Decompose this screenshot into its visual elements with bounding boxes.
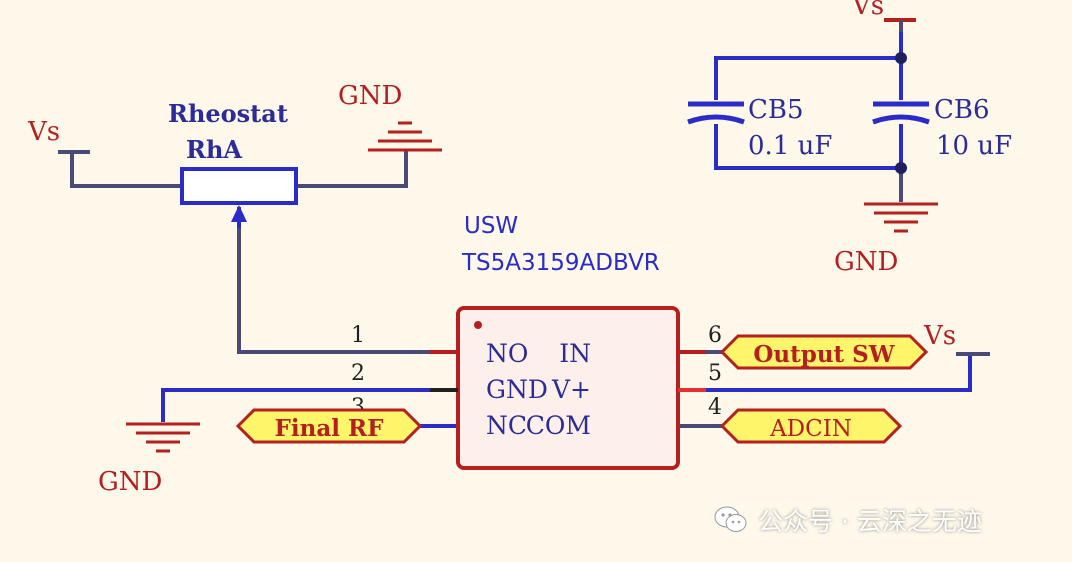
port-output-sw: Output SW bbox=[719, 334, 929, 370]
port-adcin: ADCIN bbox=[719, 408, 903, 444]
pin-name-com: COM bbox=[526, 411, 591, 440]
wire-cap-bottom bbox=[714, 124, 901, 170]
capacitor-cb6: CB6 10 uF bbox=[872, 95, 1012, 161]
junction-dot bbox=[895, 52, 907, 64]
wire-vs-rheostat bbox=[70, 152, 182, 188]
junction-dot bbox=[895, 162, 907, 174]
pin-name-gnd: GND bbox=[486, 375, 548, 404]
pin-name-vplus: V+ bbox=[551, 375, 591, 404]
gnd-symbol-left bbox=[126, 422, 200, 453]
wechat-icon bbox=[714, 505, 748, 535]
wiper-arrow bbox=[231, 205, 247, 222]
wire-rheostat-gnd bbox=[296, 150, 408, 188]
vs-symbol-left: Vs bbox=[27, 117, 90, 154]
port-output-sw-label: Output SW bbox=[753, 341, 895, 368]
pin-number-6: 6 bbox=[708, 323, 722, 348]
pin-number-5: 5 bbox=[708, 361, 722, 386]
port-adcin-label: ADCIN bbox=[769, 416, 852, 442]
vs-symbol-top: Vs bbox=[851, 0, 916, 32]
pin-number-4: 4 bbox=[708, 395, 722, 420]
cb5-value: 0.1 uF bbox=[748, 131, 832, 161]
cb6-value: 10 uF bbox=[936, 131, 1012, 161]
ic-designator: USW bbox=[464, 213, 518, 239]
vs-label-right: Vs bbox=[923, 321, 956, 351]
gnd-symbol-caps bbox=[864, 202, 938, 233]
switch-ic: USW TS5A3159ADBVR 1 2 3 6 5 4 NO GND NC … bbox=[351, 213, 722, 470]
pin-name-in: IN bbox=[559, 339, 591, 368]
gnd-label-caps: GND bbox=[834, 247, 898, 277]
pin-name-no: NO bbox=[486, 339, 528, 368]
vs-label-left: Vs bbox=[27, 117, 60, 147]
gnd-label-rheostat: GND bbox=[338, 81, 402, 111]
pin-number-1: 1 bbox=[351, 323, 365, 348]
wire-cap-top bbox=[714, 30, 903, 100]
gnd-label-left: GND bbox=[98, 467, 162, 497]
wire-pin2-gnd bbox=[161, 388, 430, 422]
wire-pin5-vs bbox=[706, 356, 972, 392]
rheostat-designator: Rheostat bbox=[168, 99, 288, 128]
port-final-rf-label: Final RF bbox=[275, 415, 385, 442]
capacitor-cb5: CB5 0.1 uF bbox=[687, 95, 832, 161]
cb6-designator: CB6 bbox=[934, 95, 990, 125]
pin-number-2: 2 bbox=[351, 361, 365, 386]
watermark-text: 公众号 · 云深之无迹 bbox=[758, 507, 982, 536]
vs-symbol-right: Vs bbox=[923, 321, 990, 356]
watermark: 公众号 · 云深之无迹 bbox=[714, 498, 982, 542]
gnd-symbol-rheostat bbox=[368, 121, 442, 152]
wire-wiper-pin1 bbox=[237, 225, 430, 354]
pin1-marker bbox=[474, 321, 482, 329]
port-final-rf: Final RF bbox=[235, 408, 423, 444]
rheostat-value: RhA bbox=[186, 135, 242, 164]
vs-label-top: Vs bbox=[851, 0, 884, 21]
ic-part-number: TS5A3159ADBVR bbox=[461, 250, 660, 276]
cb5-designator: CB5 bbox=[748, 95, 804, 125]
rheostat-component: Rheostat RhA bbox=[168, 99, 298, 228]
pin-name-nc: NC bbox=[486, 411, 527, 440]
